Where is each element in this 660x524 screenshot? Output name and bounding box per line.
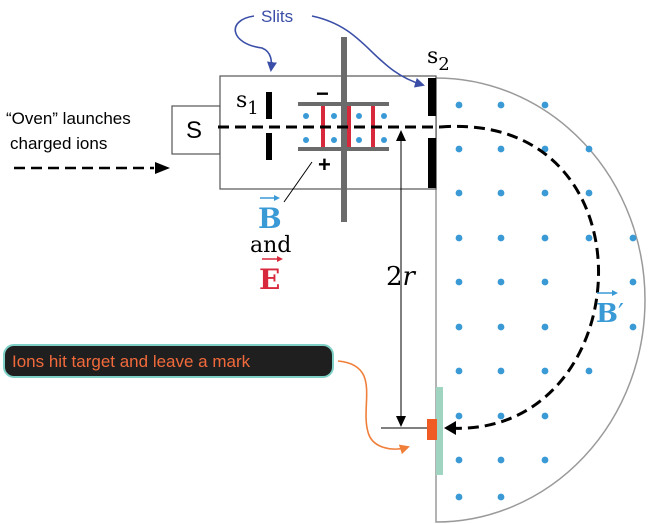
slits-label: Slits [261,7,293,26]
minus-sign: − [316,81,329,106]
plus-sign: + [318,152,331,177]
selector-top-plate [298,102,389,106]
slit-s1-top [266,92,272,119]
e-vector-label: E [259,256,283,296]
target-plate [436,387,443,475]
oven-arrow-head [155,162,170,174]
slit-s1-bottom [266,133,272,160]
b-prime-field-dots [455,101,637,501]
s2-label: s2 [427,44,450,75]
b-vector-label: B [258,195,282,235]
slit-s2-bottom [428,138,436,188]
ion-beam-curved [439,124,600,430]
oven-label-line2: charged ions [10,134,107,153]
selector-bottom-plate [298,147,389,151]
be-pointer-line [283,161,313,203]
slits-arrow-s1 [234,15,277,72]
slits-arrow-s2 [311,15,425,88]
slit-s2-top [428,78,436,116]
source-label: S [186,117,202,144]
svg-text:B′: B′ [596,299,624,329]
callout-box [3,344,334,378]
selector-vertical-bar [341,37,347,222]
svg-text:E: E [259,263,280,296]
target-mark [427,419,437,440]
s1-label: s1 [236,88,259,119]
b-field-dots [303,113,387,143]
two-r-label: 2r [386,262,417,292]
dimension-arrow-top [396,130,406,141]
ion-beam-arrowhead [444,421,456,435]
dimension-arrow-bottom [396,416,406,427]
oven-box [171,105,221,155]
magnetic-field-region [435,77,646,523]
and-label: and [250,233,291,258]
oven-label-line1: “Oven” launches [6,109,131,128]
svg-text:B: B [258,202,282,235]
b-prime-label: B′ [596,290,624,329]
callout-text: Ions hit target and leave a mark [12,352,251,371]
callout-arrow [337,360,410,455]
